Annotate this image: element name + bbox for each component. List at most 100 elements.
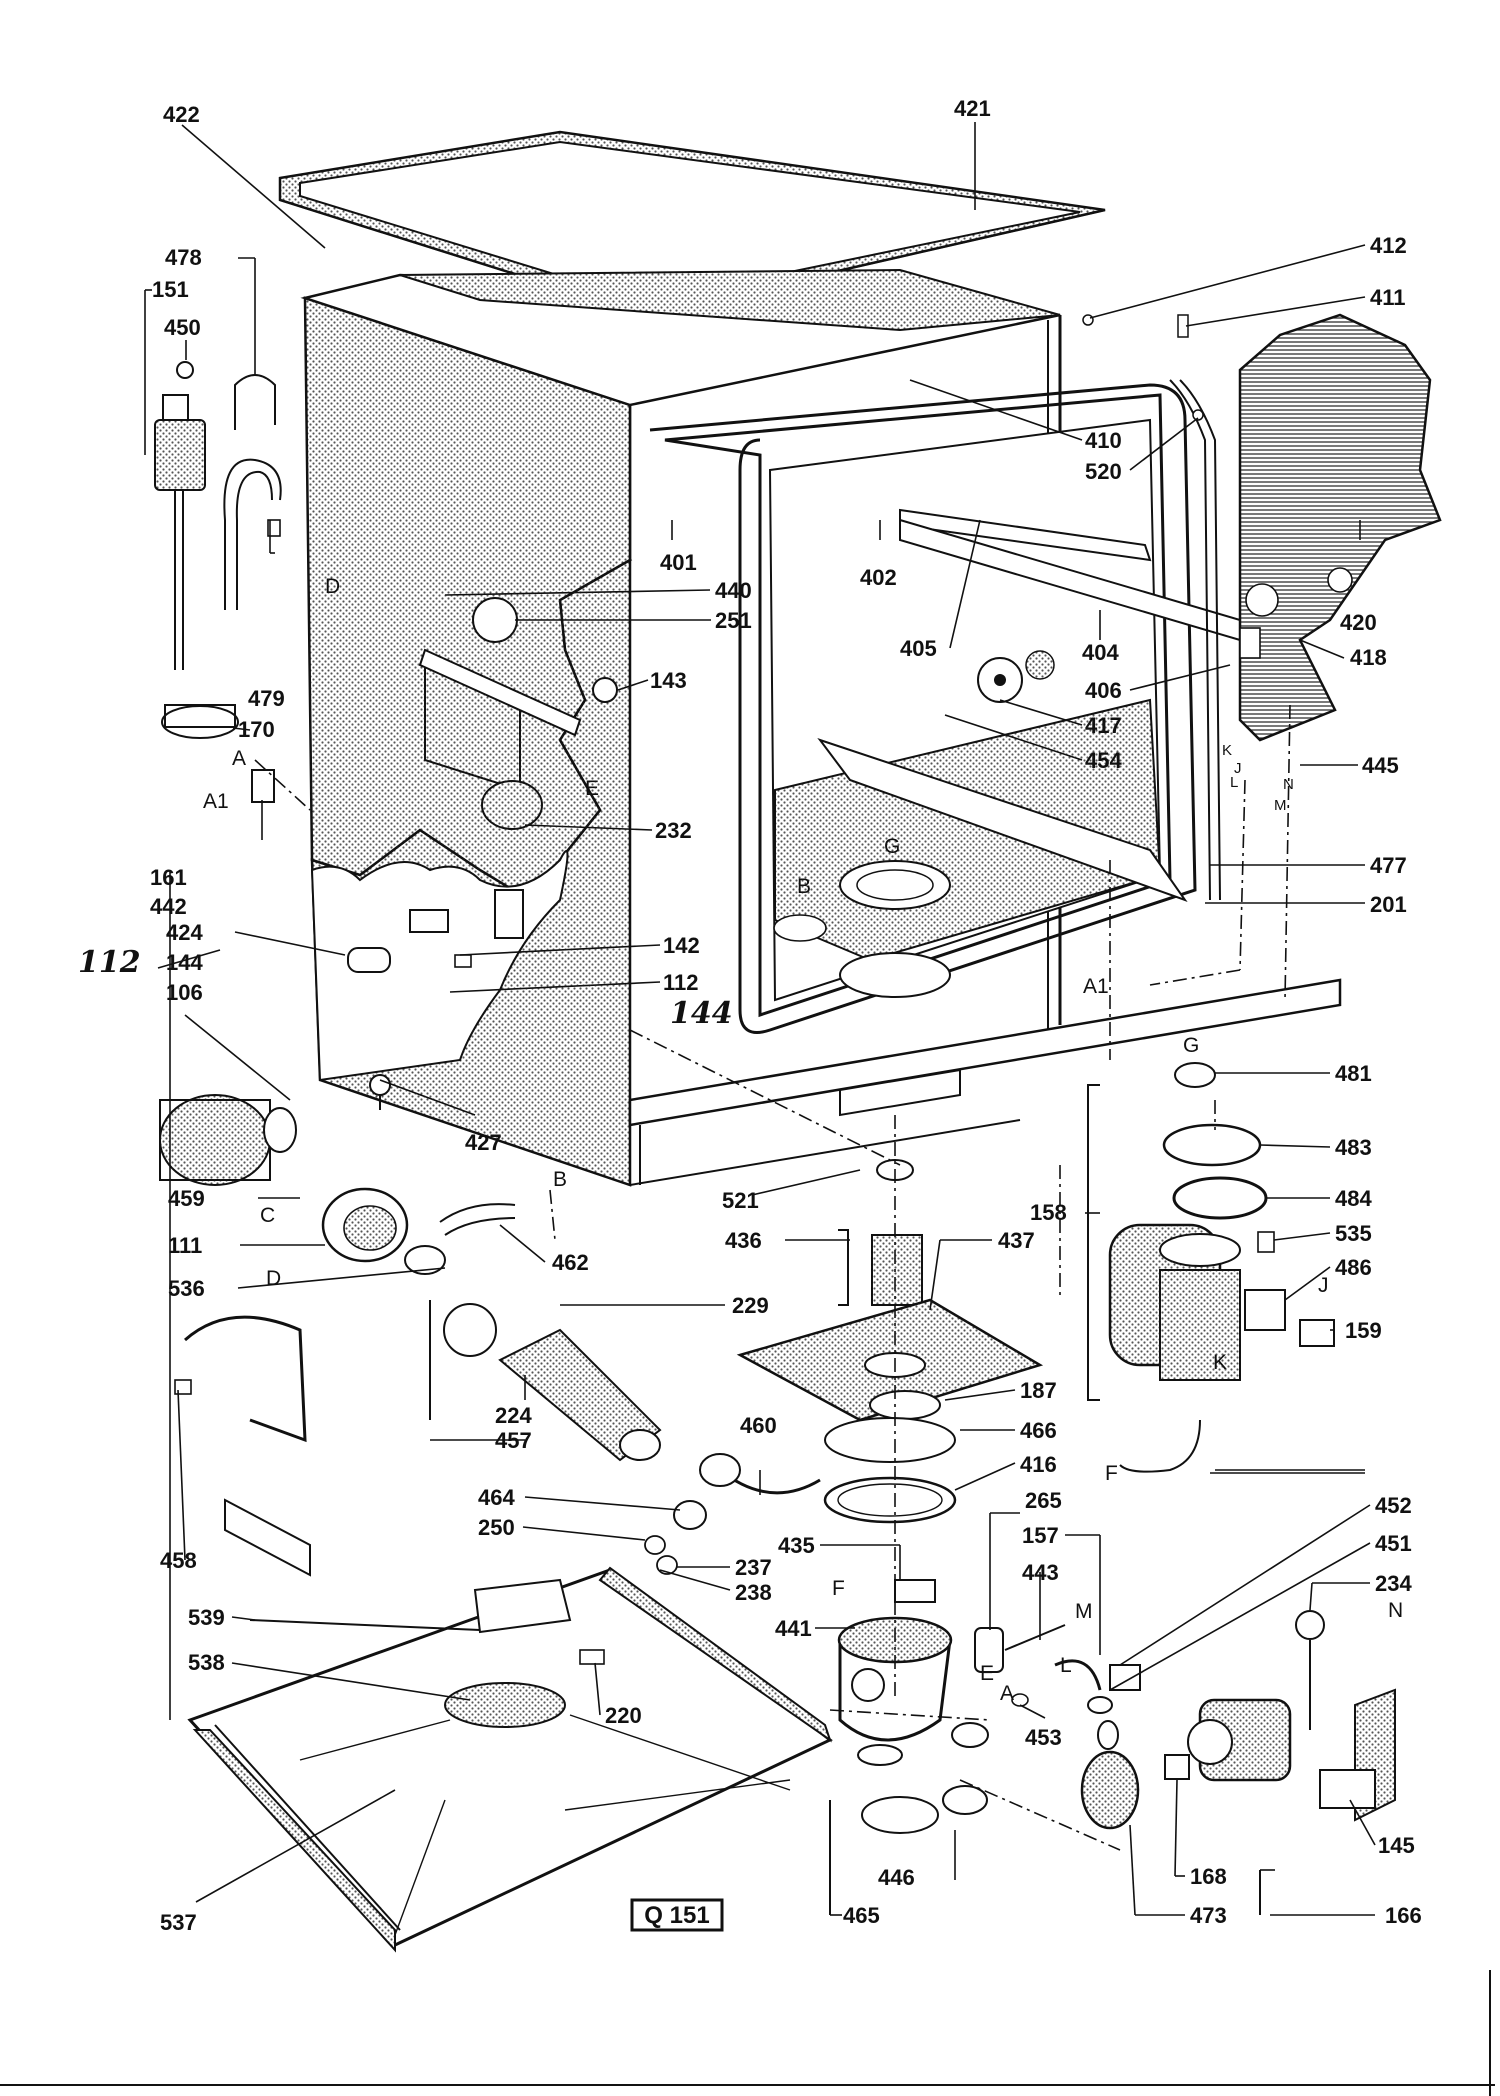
wire-letter-L: L bbox=[1230, 774, 1238, 791]
callout-440: 440 bbox=[715, 578, 752, 603]
callout-405: 405 bbox=[900, 636, 937, 661]
connection-lines bbox=[254, 704, 1291, 1851]
letter-G-tub: G bbox=[884, 835, 900, 858]
callout-238: 238 bbox=[735, 1580, 772, 1605]
callout-484: 484 bbox=[1335, 1186, 1372, 1211]
callout-418: 418 bbox=[1350, 645, 1387, 670]
callout-406: 406 bbox=[1085, 678, 1122, 703]
callout-166: 166 bbox=[1385, 1903, 1422, 1928]
callout-168: 168 bbox=[1190, 1864, 1227, 1889]
letter-C: C bbox=[260, 1204, 275, 1227]
callout-111: 111 bbox=[168, 1233, 202, 1258]
callout-464: 464 bbox=[478, 1485, 515, 1510]
callout-465: 465 bbox=[843, 1903, 880, 1928]
callout-401: 401 bbox=[660, 550, 697, 575]
callout-170: 170 bbox=[238, 717, 275, 742]
callout-157: 157 bbox=[1022, 1523, 1059, 1548]
wire-letter-N: N bbox=[1283, 776, 1294, 793]
callout-479: 479 bbox=[248, 686, 285, 711]
letter-A: A bbox=[232, 747, 246, 770]
letter-M: M bbox=[1075, 1600, 1093, 1623]
callout-462: 462 bbox=[552, 1250, 589, 1275]
wire-letter-J: J bbox=[1234, 760, 1242, 777]
callout-481: 481 bbox=[1335, 1061, 1372, 1086]
callout-435: 435 bbox=[778, 1533, 815, 1558]
callout-483: 483 bbox=[1335, 1135, 1372, 1160]
callout-232: 232 bbox=[655, 818, 692, 843]
callout-450: 450 bbox=[164, 315, 201, 340]
callout-412: 412 bbox=[1370, 233, 1407, 258]
center-parts bbox=[644, 1068, 1066, 1834]
left-parts bbox=[154, 361, 618, 1110]
callout-187: 187 bbox=[1020, 1378, 1057, 1403]
callout-437: 437 bbox=[998, 1228, 1035, 1253]
callout-151: 151 bbox=[152, 277, 189, 302]
callout-229: 229 bbox=[732, 1293, 769, 1318]
wash-motor bbox=[159, 1094, 662, 1577]
letter-D-lower: D bbox=[266, 1267, 281, 1290]
handwritten-112: 112 bbox=[78, 945, 141, 980]
base-tray bbox=[187, 1566, 833, 1953]
callout-145: 145 bbox=[1378, 1833, 1415, 1858]
callout-473: 473 bbox=[1190, 1903, 1227, 1928]
callout-477-upper: 477 bbox=[1370, 853, 1407, 878]
callout-251: 251 bbox=[715, 608, 752, 633]
tub bbox=[649, 379, 1241, 1034]
callout-421: 421 bbox=[954, 96, 991, 121]
wire-letter-M: M bbox=[1274, 797, 1287, 814]
handwritten-144: 144 bbox=[670, 996, 733, 1031]
callout-445: 445 bbox=[1362, 753, 1399, 778]
letter-F-sump: F bbox=[832, 1577, 845, 1600]
callout-161: 161 bbox=[150, 865, 187, 890]
callout-420: 420 bbox=[1340, 610, 1377, 635]
callout-144: 144 bbox=[166, 950, 203, 975]
callout-446: 446 bbox=[878, 1865, 915, 1890]
callout-466: 466 bbox=[1020, 1418, 1057, 1443]
callout-538: 538 bbox=[188, 1650, 225, 1675]
letter-K: K bbox=[1213, 1351, 1227, 1374]
callout-478: 478 bbox=[165, 245, 202, 270]
callout-250: 250 bbox=[478, 1515, 515, 1540]
letter-G-softener: G bbox=[1183, 1034, 1199, 1057]
callout-224: 224 bbox=[495, 1403, 532, 1428]
callout-436: 436 bbox=[725, 1228, 762, 1253]
callout-106: 106 bbox=[166, 980, 203, 1005]
letter-J: J bbox=[1318, 1274, 1329, 1297]
wire-letters: K J L N M bbox=[1222, 742, 1294, 814]
letter-D-upper: D bbox=[325, 575, 340, 598]
callout-416: 416 bbox=[1020, 1452, 1057, 1477]
letter-N: N bbox=[1388, 1599, 1403, 1622]
callout-410: 410 bbox=[1085, 428, 1122, 453]
callout-143: 143 bbox=[650, 668, 687, 693]
callout-442: 442 bbox=[150, 894, 187, 919]
callout-265: 265 bbox=[1025, 1488, 1062, 1513]
callout-417: 417 bbox=[1085, 713, 1122, 738]
letter-B-tub: B bbox=[797, 875, 811, 898]
callout-220: 220 bbox=[605, 1703, 642, 1728]
callout-142: 142 bbox=[663, 933, 700, 958]
grouping-brackets bbox=[429, 1084, 1261, 1915]
callout-457: 457 bbox=[495, 1428, 532, 1453]
callout-521: 521 bbox=[722, 1188, 759, 1213]
callout-158: 158 bbox=[1030, 1200, 1067, 1225]
callout-404: 404 bbox=[1082, 640, 1119, 665]
letter-B-hose: B bbox=[553, 1168, 567, 1191]
callout-237: 237 bbox=[735, 1555, 772, 1580]
connection-letter-callouts: D E A A1 A1 B B G G C D F F J K L M N A … bbox=[203, 575, 1403, 1705]
callout-535: 535 bbox=[1335, 1221, 1372, 1246]
callout-454: 454 bbox=[1085, 748, 1122, 773]
callout-402: 402 bbox=[860, 565, 897, 590]
callout-536: 536 bbox=[168, 1276, 205, 1301]
callout-441: 441 bbox=[775, 1616, 812, 1641]
handwritten-annotations: 112 144 bbox=[78, 945, 733, 1031]
letter-L: L bbox=[1060, 1654, 1072, 1677]
callout-520: 520 bbox=[1085, 459, 1122, 484]
letter-F-hose: F bbox=[1105, 1462, 1118, 1485]
callout-539: 539 bbox=[188, 1605, 225, 1630]
callout-537: 537 bbox=[160, 1910, 197, 1935]
callout-451: 451 bbox=[1375, 1531, 1412, 1556]
part-number-callouts: 422 421 478 151 450 412 411 410 520 420 … bbox=[150, 96, 1422, 1935]
leader-lines bbox=[144, 122, 1376, 1916]
callout-452: 452 bbox=[1375, 1493, 1412, 1518]
